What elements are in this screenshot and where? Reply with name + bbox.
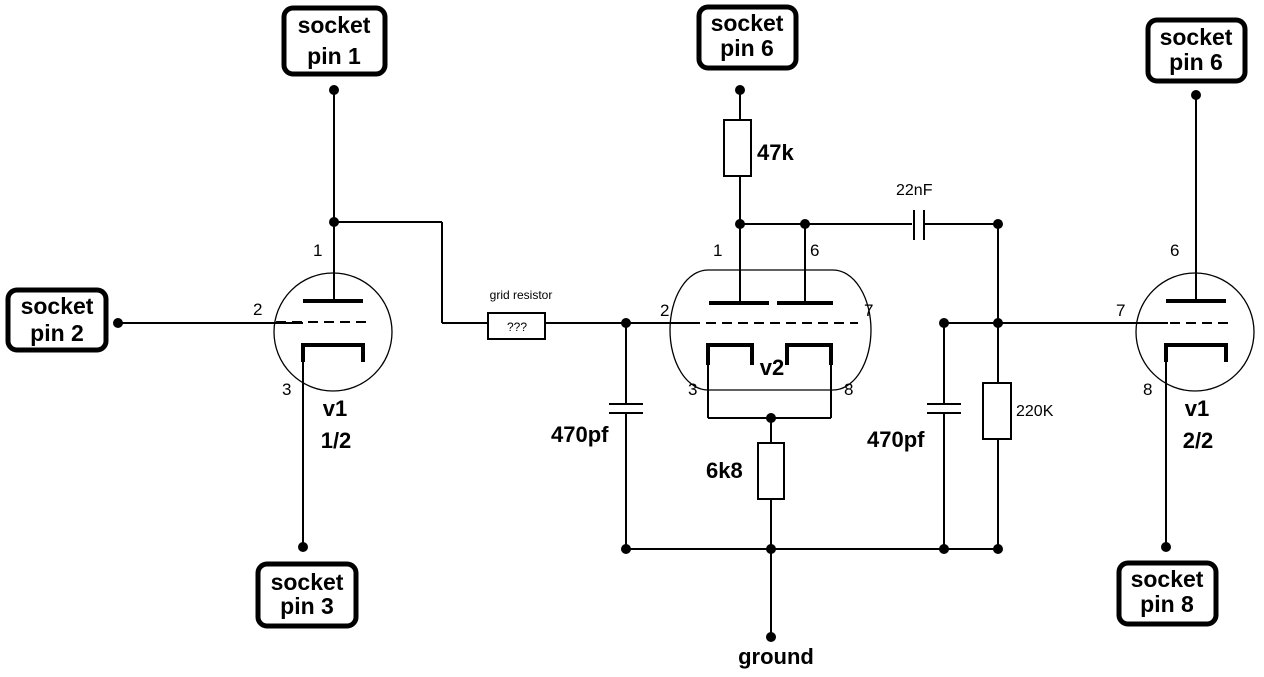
socket-label-line1: socket (1131, 566, 1204, 592)
v1a-cathode-electrode (301, 343, 365, 362)
resistor-220k-value: 220K (1016, 403, 1054, 420)
v2-pin-grid-a: 2 (660, 301, 669, 320)
node-dot (1191, 90, 1201, 100)
v1b-pin-cathode: 8 (1143, 380, 1152, 399)
grid-resistor-value: ??? (507, 320, 527, 334)
v2-pin-cathode-a: 3 (688, 380, 697, 399)
socket-v2-supply: socket pin 6 (696, 4, 799, 71)
socket-v1b-plate: socket pin 6 (1145, 17, 1248, 84)
ground-bus: ground (621, 544, 1003, 669)
socket-label-line2: pin 8 (1140, 591, 1194, 617)
socket-label-line1: socket (21, 293, 94, 319)
v2-name: v2 (760, 355, 784, 380)
socket-v1b-cathode: socket pin 8 (1116, 560, 1219, 627)
v2-cathode-a (706, 343, 754, 365)
socket-label-line2: pin 2 (30, 320, 84, 346)
socket-label-line1: socket (1160, 24, 1233, 50)
v1a-pin-grid: 2 (253, 300, 262, 319)
v2-tube-envelope (669, 269, 872, 391)
grid-network-right: 470pf 220K (867, 224, 1168, 549)
v1b-name: v1 (1185, 396, 1209, 421)
node-dot (766, 544, 776, 554)
v2-cathode-b (785, 343, 833, 365)
node-dot (939, 544, 949, 554)
resistor-6k8-value: 6k8 (706, 458, 743, 483)
node-dot (329, 217, 339, 227)
cap-470pf-left: 470pf (551, 318, 643, 549)
v1b-tube-envelope (1135, 272, 1255, 392)
socket-label-line1: socket (298, 12, 371, 38)
v1a-name: v1 (323, 396, 347, 421)
cap-22nf-value: 22nF (896, 182, 933, 199)
v1b-cathode-electrode (1164, 343, 1228, 362)
grid-resistor-label: grid resistor (490, 288, 553, 302)
v2-pin-cathode-b: 8 (844, 380, 853, 399)
v1b-pin-grid: 7 (1116, 301, 1125, 320)
node-dot (298, 542, 308, 552)
v1a-tube-envelope (273, 272, 393, 392)
socket-label-line2: pin 1 (307, 43, 361, 69)
node-dot (621, 544, 631, 554)
v2-pin-plate-b: 6 (810, 241, 819, 260)
socket-label-line2: pin 3 (280, 593, 334, 619)
v1a-section: 1/2 (321, 428, 352, 453)
cap-22nf: 22nF (896, 182, 1003, 240)
node-dot (1161, 542, 1171, 552)
resistor-47k-body (723, 119, 752, 177)
socket-v1a-grid: socket pin 2 (5, 287, 109, 353)
v2-pin-plate-a: 1 (713, 241, 722, 260)
node-dot (735, 85, 745, 95)
socket-label-line2: pin 6 (720, 35, 774, 61)
socket-label-line1: socket (271, 569, 344, 595)
grid-resistor-body (487, 312, 546, 340)
node-dot (735, 219, 745, 229)
v1a-pin-cathode: 3 (282, 380, 291, 399)
v1-half-2: 6 7 8 v1 2/2 (1116, 90, 1255, 552)
socket-label-line1: socket (711, 10, 784, 36)
cap-left-value: 470pf (551, 422, 609, 447)
resistor-220k-body (982, 382, 1012, 440)
socket-v1a-cathode: socket pin 3 (255, 561, 359, 629)
node-dot (766, 413, 776, 423)
resistor-6k8-body (757, 442, 785, 500)
node-dot (800, 219, 810, 229)
node-dot (766, 632, 776, 642)
v1-half-1: 1 2 3 v1 1/2 (113, 85, 488, 552)
node-dot (621, 318, 631, 328)
v2-tube: 47k 6k8 1 6 2 7 3 8 v2 (660, 85, 912, 637)
grid-resistor: ??? grid resistor (487, 288, 690, 340)
cap-right-value: 470pf (867, 427, 925, 452)
socket-v1a-plate: socket pin 1 (281, 5, 388, 77)
v1a-pin-plate: 1 (313, 241, 322, 260)
node-dot (329, 85, 339, 95)
node-dot (939, 318, 949, 328)
node-dot (113, 318, 123, 328)
node-dot (993, 318, 1003, 328)
v2-pin-grid-b: 7 (864, 301, 873, 320)
ground-label: ground (738, 644, 814, 669)
v1b-pin-plate: 6 (1170, 241, 1179, 260)
node-dot (993, 544, 1003, 554)
socket-label-line2: pin 6 (1169, 49, 1223, 75)
v1b-section: 2/2 (1183, 428, 1214, 453)
resistor-47k-value: 47k (757, 140, 794, 165)
